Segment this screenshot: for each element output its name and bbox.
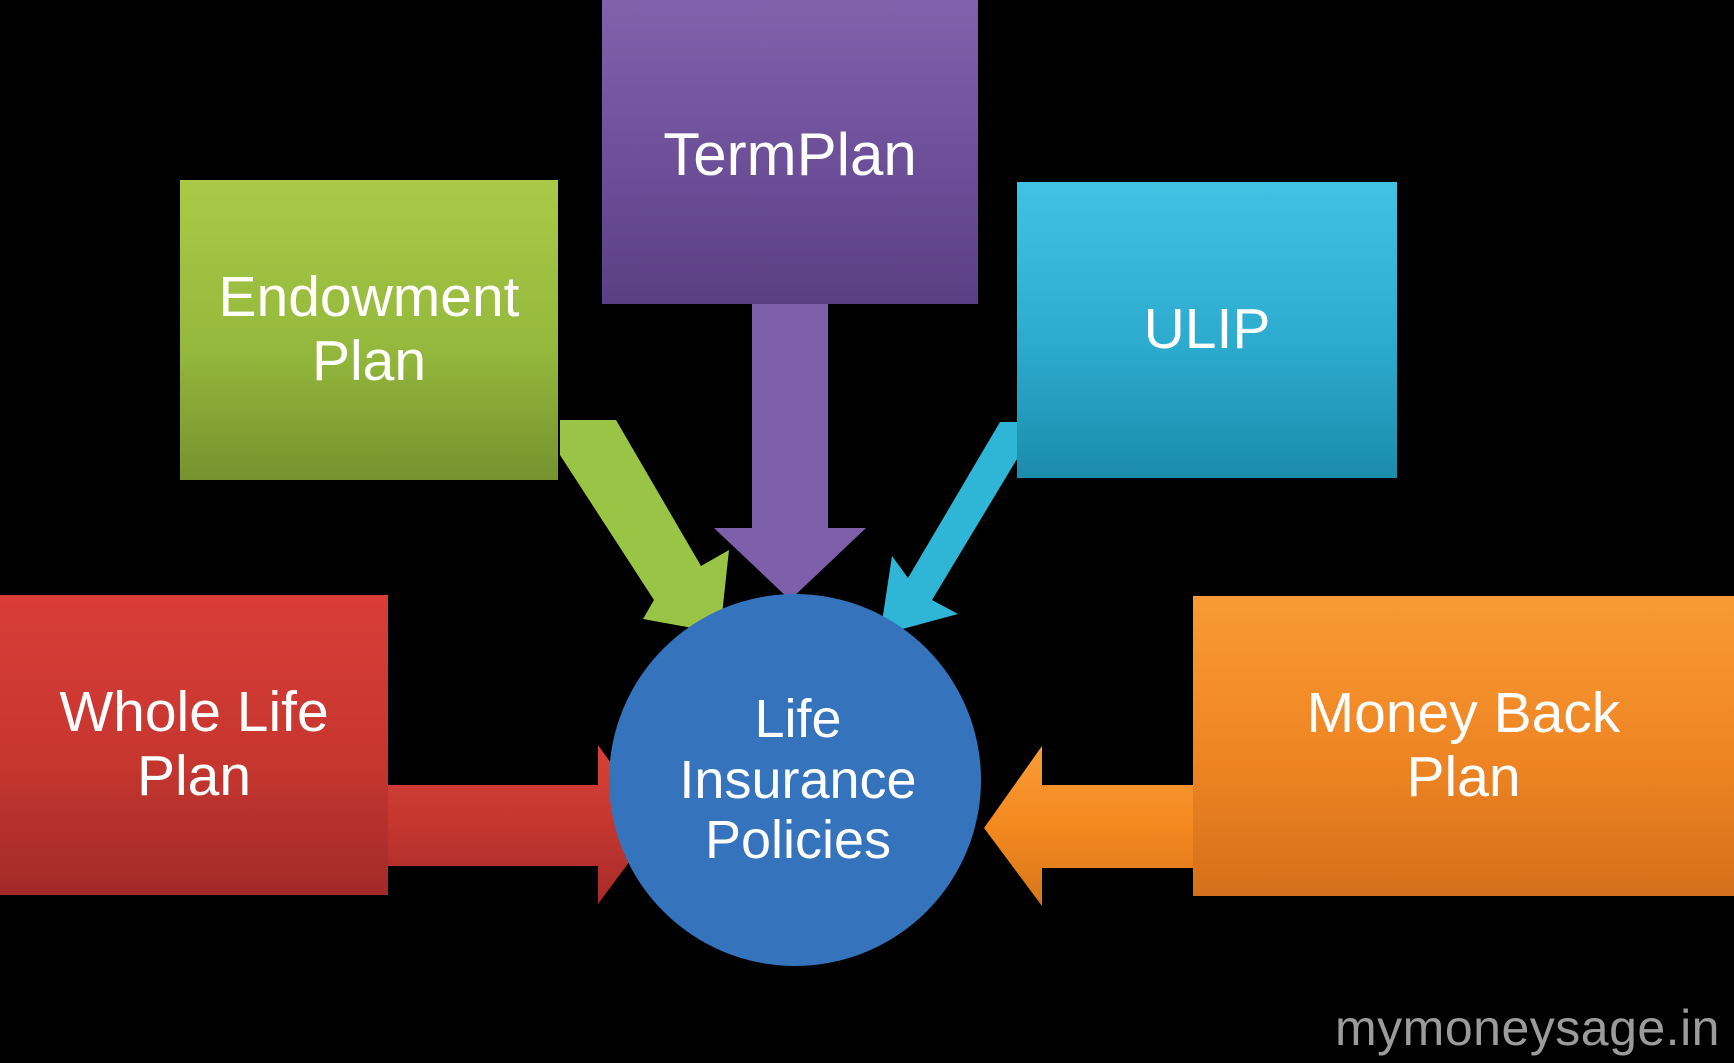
node-box-termplan[interactable] (602, 0, 978, 304)
watermark: mymoneysage.in (1335, 1000, 1720, 1056)
node-box-moneyback[interactable] (1193, 596, 1734, 896)
node-box-wholelife[interactable] (0, 595, 388, 895)
node-box-endowment[interactable] (180, 180, 558, 480)
node-box-ulip[interactable] (1017, 182, 1397, 478)
arrow-moneyback-to-center (984, 746, 1193, 906)
arrow-ulip-to-center (880, 422, 1017, 635)
center-node-circle[interactable] (609, 594, 981, 966)
arrow-endowment-to-center (560, 420, 729, 633)
arrow-termplan-to-center (714, 304, 866, 600)
arrow-wholelife-to-center (388, 745, 656, 904)
